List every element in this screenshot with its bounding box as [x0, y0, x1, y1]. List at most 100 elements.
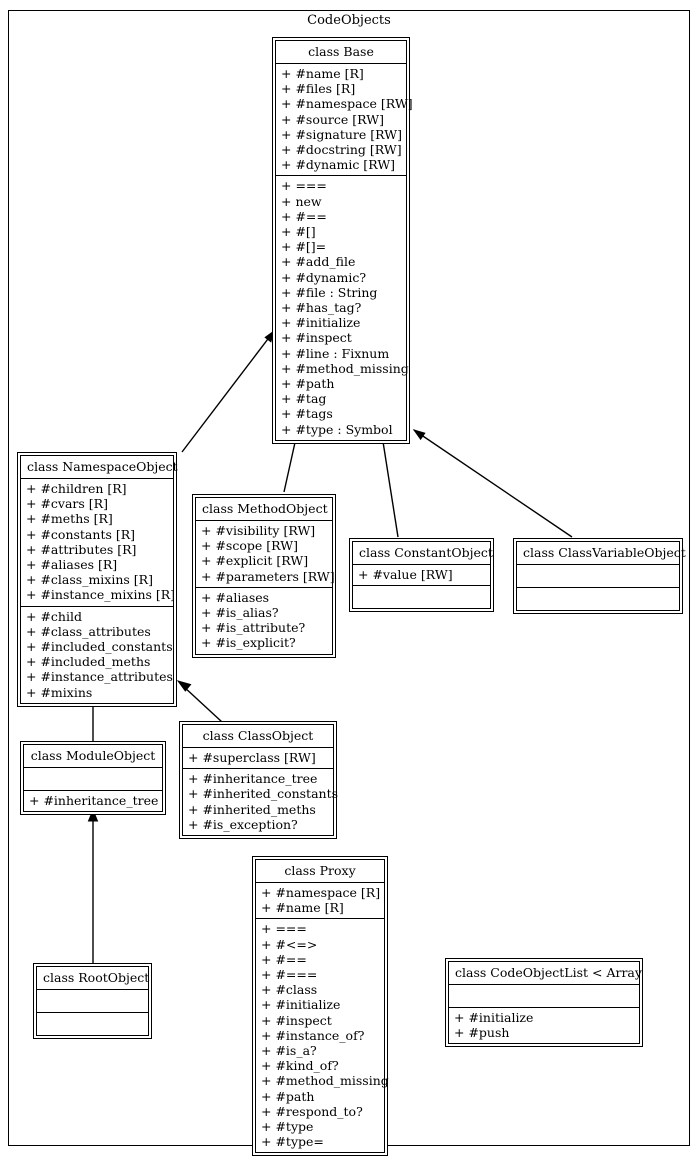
- attribute-item: + #value [RW]: [358, 567, 453, 582]
- uml-class-moduleobject[interactable]: class ModuleObject + #inheritance_tree: [20, 741, 166, 816]
- method-item: + #type: [261, 1119, 314, 1135]
- method-item: + #included_meths: [26, 654, 151, 670]
- class-title: class Proxy: [284, 863, 356, 878]
- attributes-compartment: + #value [RW]: [353, 565, 490, 585]
- uml-class-base[interactable]: class Base + #name [R] + #files [R] + #n…: [272, 37, 413, 444]
- method-item: + #type=: [261, 1134, 324, 1150]
- attributes-compartment: + #name [R] + #files [R] + #namespace [R…: [276, 64, 413, 175]
- method-item: + ===: [281, 178, 327, 194]
- attribute-item: + #children [R]: [26, 481, 127, 496]
- attributes-compartment: [37, 990, 148, 1012]
- method-item: + #dynamic?: [281, 269, 367, 285]
- attribute-item: + #signature [RW]: [281, 126, 402, 142]
- method-item: + #has_tag?: [281, 300, 362, 316]
- compartment-divider: [276, 175, 406, 177]
- compartment-divider: [21, 478, 173, 479]
- method-item: + #inheritance_tree: [29, 793, 159, 808]
- methods-compartment: + === + new + #== + #[] + #[]= + #add_fi…: [276, 176, 409, 439]
- attributes-compartment: [24, 768, 162, 790]
- method-item: + new: [281, 193, 322, 209]
- method-item: + #is_explicit?: [201, 635, 296, 651]
- method-item: + #file : String: [281, 284, 378, 300]
- attribute-item: + #docstring [RW]: [281, 142, 402, 158]
- compartment-divider: [353, 564, 490, 565]
- uml-class-methodobject[interactable]: class MethodObject + #visibility [RW] + …: [192, 494, 336, 658]
- attributes-compartment: [517, 565, 679, 587]
- compartment-divider: [37, 989, 148, 990]
- method-item: + #add_file: [281, 254, 356, 270]
- methods-compartment: + #inheritance_tree + #inherited_constan…: [183, 769, 339, 835]
- attribute-item: + #parameters [RW]: [201, 568, 335, 584]
- method-item: + #is_exception?: [188, 816, 298, 832]
- attributes-compartment: + #children [R] + #cvars [R] + #meths [R…: [21, 479, 176, 606]
- compartment-divider: [183, 747, 333, 748]
- uml-class-proxy[interactable]: class Proxy + #namespace [R] + #name [R]…: [252, 856, 389, 1157]
- uml-class-codeobjectlist[interactable]: class CodeObjectList < Array + #initiali…: [445, 958, 643, 1048]
- attribute-item: + #scope [RW]: [201, 538, 298, 554]
- attribute-item: + #cvars [R]: [26, 496, 108, 512]
- method-item: + #inspect: [281, 330, 352, 346]
- method-item: + #==: [281, 208, 327, 224]
- method-item: + #child: [26, 608, 82, 624]
- uml-class-constantobject[interactable]: class ConstantObject + #value [RW]: [349, 538, 494, 613]
- class-title: class RootObject: [43, 970, 150, 985]
- attribute-item: + #explicit [RW]: [201, 553, 309, 569]
- uml-class-classvariableobject[interactable]: class ClassVariableObject: [513, 538, 686, 614]
- method-item: + #<=>: [261, 936, 318, 952]
- attribute-item: + #dynamic [RW]: [281, 157, 396, 173]
- attribute-item: + #namespace [R]: [261, 885, 381, 900]
- compartment-divider: [449, 984, 639, 985]
- class-title: class ConstantObject: [359, 545, 493, 560]
- method-item: + #path: [281, 376, 335, 392]
- compartment-divider: [24, 790, 162, 791]
- attributes-compartment: + #superclass [RW]: [183, 748, 333, 768]
- class-title: class ClassObject: [202, 728, 314, 743]
- compartment-divider: [517, 564, 679, 565]
- method-item: + #push: [454, 1025, 510, 1041]
- method-item: + #initialize: [261, 997, 341, 1013]
- method-item: + #instance_attributes: [26, 669, 173, 685]
- attribute-item: + #namespace [RW]: [281, 96, 413, 112]
- method-item: + #respond_to?: [261, 1103, 363, 1119]
- compartment-divider: [517, 587, 679, 588]
- class-title: class ClassVariableObject: [523, 545, 686, 560]
- compartment-divider: [276, 63, 406, 64]
- compartment-divider: [21, 605, 173, 607]
- method-item: + #line : Fixnum: [281, 345, 390, 361]
- method-item: + #class: [261, 982, 318, 998]
- uml-class-classobject[interactable]: class ClassObject + #superclass [RW] + #…: [179, 721, 339, 840]
- method-item: + #inherited_constants: [188, 786, 339, 802]
- class-title: class CodeObjectList < Array: [455, 965, 642, 980]
- uml-class-namespaceobject[interactable]: class NamespaceObject + #children [R] + …: [17, 452, 178, 707]
- method-item: + #class_attributes: [26, 623, 151, 639]
- method-item: + #tags: [281, 406, 333, 422]
- attributes-compartment: + #namespace [R] + #name [R]: [256, 883, 384, 918]
- method-item: + #method_missing: [281, 360, 409, 376]
- method-item: + #[]: [281, 224, 316, 240]
- attribute-item: + #files [R]: [281, 81, 356, 97]
- attribute-item: + #instance_mixins [R]: [26, 587, 176, 603]
- method-item: + #inspect: [261, 1012, 332, 1028]
- method-item: + #[]=: [281, 239, 327, 255]
- methods-compartment: + #child + #class_attributes + #included…: [21, 607, 173, 703]
- method-item: + ===: [261, 921, 307, 937]
- compartment-divider: [256, 918, 384, 920]
- method-item: + #inheritance_tree: [188, 771, 318, 787]
- method-item: + #inherited_meths: [188, 801, 316, 817]
- methods-compartment: [37, 1013, 148, 1035]
- attribute-item: + #name [R]: [261, 900, 344, 916]
- compartment-divider: [24, 767, 162, 768]
- method-item: + #===: [261, 967, 318, 983]
- class-title: class Base: [308, 44, 374, 59]
- attribute-item: + #name [R]: [281, 66, 364, 81]
- attribute-item: + #attributes [R]: [26, 541, 137, 557]
- class-title: class ModuleObject: [30, 748, 156, 763]
- method-item: + #initialize: [454, 1010, 534, 1025]
- attribute-item: + #visibility [RW]: [201, 523, 316, 538]
- compartment-divider: [196, 586, 332, 588]
- uml-class-rootobject[interactable]: class RootObject: [33, 963, 152, 1039]
- compartment-divider: [196, 520, 332, 521]
- attributes-compartment: [449, 985, 639, 1007]
- compartment-divider: [256, 882, 384, 883]
- method-item: + #aliases: [201, 589, 270, 605]
